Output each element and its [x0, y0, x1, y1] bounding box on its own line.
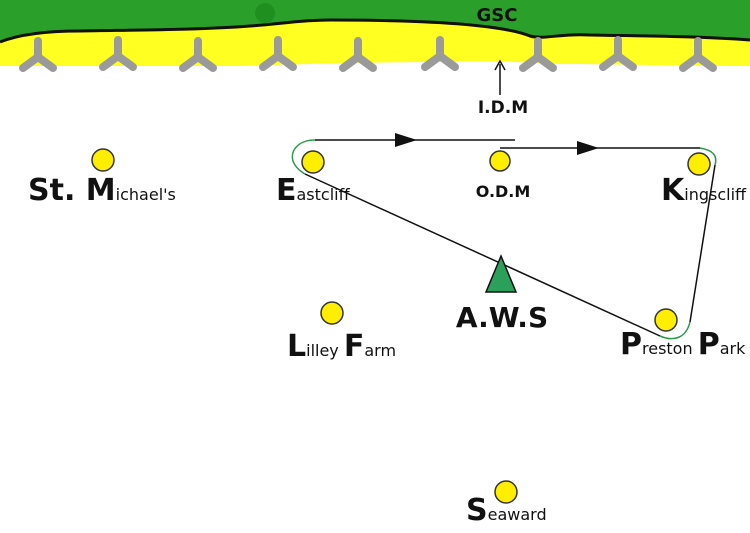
circle-marker-icon — [91, 148, 115, 172]
idm-label: I.D.M — [478, 98, 528, 118]
site-label-st-michaels: St. Michael's — [28, 173, 176, 208]
circle-marker-icon — [687, 152, 711, 176]
land-dot — [255, 3, 275, 23]
coastline — [0, 18, 750, 44]
route — [291, 133, 717, 340]
direction-arrow-icon — [395, 133, 417, 147]
wind-turbine-icon — [599, 36, 637, 71]
wind-turbine-icon — [19, 37, 57, 72]
circle-marker-icon — [494, 480, 518, 504]
wind-turbine-icon — [679, 37, 717, 72]
turbine-row — [19, 36, 717, 72]
site-label-lilley-farm: Lilley Farm — [287, 329, 396, 364]
site-label-eastcliff: Eastcliff — [276, 173, 351, 208]
circle-marker-icon — [654, 308, 678, 332]
wind-turbine-icon — [99, 36, 137, 71]
wind-turbine-icon — [339, 37, 377, 72]
site-label-kingscliff: Kingscliff — [661, 173, 747, 208]
circle-marker-icon — [489, 150, 511, 172]
wind-turbine-icon — [179, 37, 217, 72]
site-label-seaward: Seaward — [466, 493, 547, 528]
land-area — [0, 0, 750, 42]
direction-arrow-icon — [577, 141, 599, 155]
site-label-preston-park: Preston Park — [620, 327, 746, 362]
circle-marker-icon — [320, 301, 344, 325]
station-label: A.W.S — [456, 301, 548, 334]
triangle-icon — [484, 254, 518, 293]
circle-marker-icon — [301, 150, 325, 174]
header-label: GSC — [477, 5, 518, 26]
wind-turbine-icon — [259, 36, 297, 71]
wind-turbine-icon — [519, 37, 557, 72]
site-label-odm: O.D.M — [476, 182, 531, 201]
beach-area — [0, 20, 750, 66]
wind-turbine-icon — [421, 36, 459, 71]
idm-arrow — [494, 59, 506, 95]
